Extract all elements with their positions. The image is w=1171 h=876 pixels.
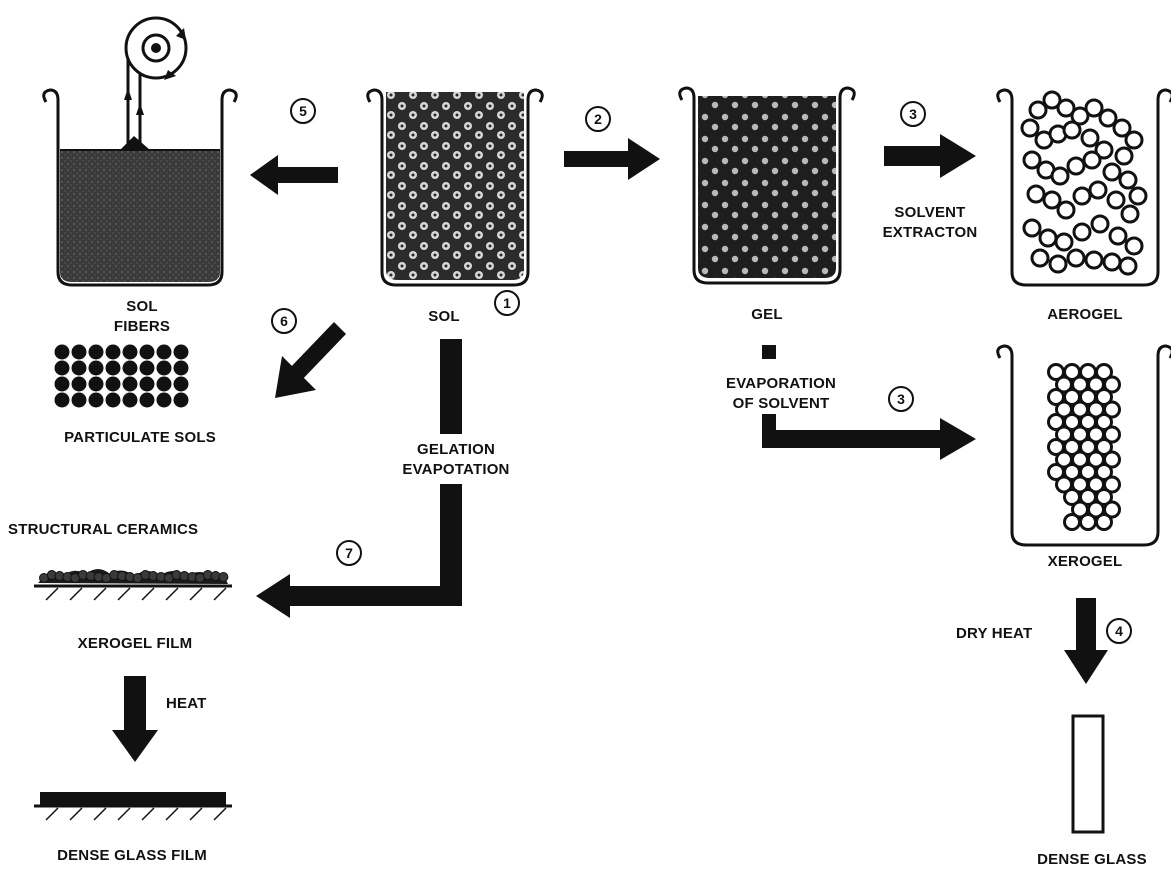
step-7-marker: 7 (336, 540, 362, 566)
step-2-marker: 2 (585, 106, 611, 132)
xerogel-film-icon (34, 569, 232, 600)
arrow-2-right (564, 138, 660, 180)
arrow-heat-down (112, 676, 158, 762)
aerogel-label: AEROGEL (1025, 305, 1145, 325)
dry-heat-label: DRY HEAT (956, 624, 1032, 644)
arrow-3-right (884, 134, 976, 178)
sol-label: SOL (414, 307, 474, 327)
sol-fibers-label: SOL FIBERS (92, 297, 192, 337)
arrow-4-down (1064, 598, 1108, 684)
beaker-sol (368, 90, 543, 285)
dense-glass-icon (1073, 716, 1103, 832)
step-6-marker: 6 (271, 308, 297, 334)
particulate-sols-icon (55, 345, 189, 408)
beaker-aerogel (998, 90, 1171, 285)
gelation-evaporation-label: GELATION EVAPOTATION (386, 440, 526, 480)
dense-glass-label: DENSE GLASS (1022, 850, 1162, 870)
structural-ceramics-label: STRUCTURAL CERAMICS (8, 520, 198, 540)
evaporation-of-solvent-label: EVAPORATION OF SOLVENT (706, 374, 856, 414)
step-3-evaporation-marker: 3 (888, 386, 914, 412)
aerogel-particle-network (1022, 92, 1146, 274)
beaker-gel (680, 88, 855, 283)
dense-glass-film-icon (34, 792, 232, 820)
heat-label: HEAT (166, 694, 207, 714)
step-5-marker: 5 (290, 98, 316, 124)
step-3-extraction-marker: 3 (900, 101, 926, 127)
particulate-sols-label: PARTICULATE SOLS (20, 428, 260, 448)
fiber-spool-icon (120, 18, 186, 150)
gel-label: GEL (727, 305, 807, 325)
dense-glass-film-label: DENSE GLASS FILM (12, 846, 252, 866)
xerogel-particle-packing (1049, 365, 1120, 530)
step-1-marker: 1 (494, 290, 520, 316)
xerogel-film-label: XEROGEL FILM (40, 634, 230, 654)
step-4-marker: 4 (1106, 618, 1132, 644)
xerogel-label: XEROGEL (1020, 552, 1150, 572)
beaker-xerogel (998, 346, 1171, 545)
arrow-5-left (250, 155, 338, 195)
solvent-extraction-label: SOLVENT EXTRACTON (870, 203, 990, 243)
